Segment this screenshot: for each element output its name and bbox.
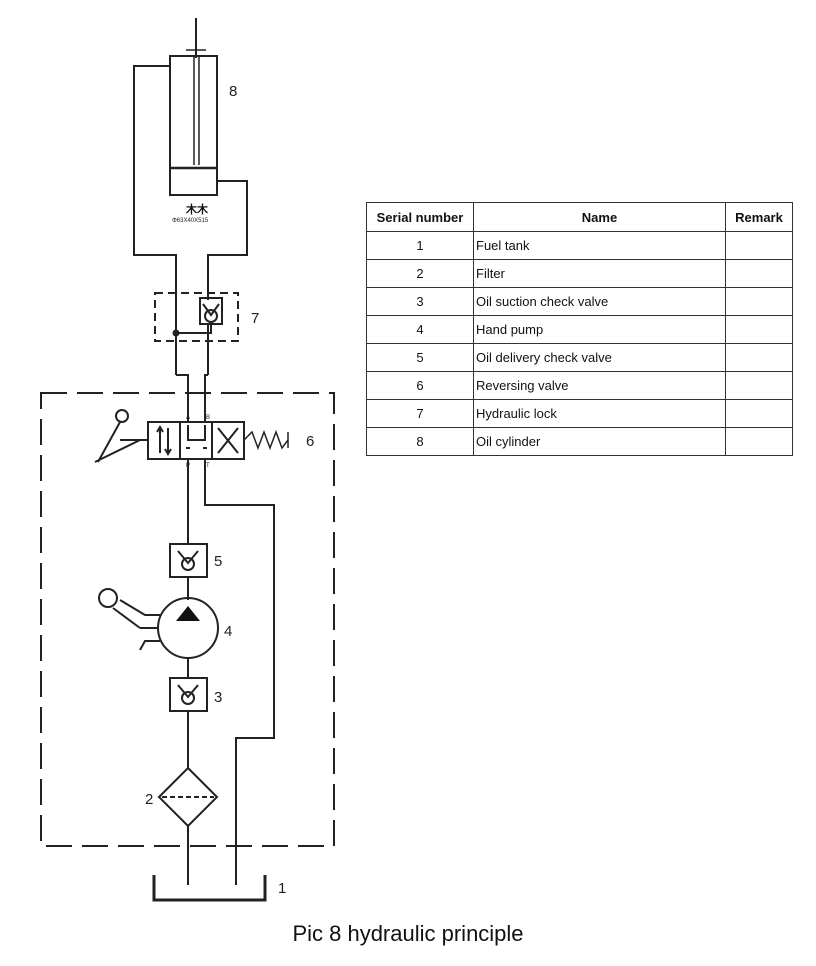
- name-cell: Reversing valve: [473, 371, 726, 400]
- table-header-row: Serial number Name Remark: [366, 202, 793, 232]
- port-p-label: P: [186, 463, 190, 469]
- serial-cell: 7: [366, 399, 474, 428]
- label-suction-check-valve: 3: [214, 689, 222, 706]
- label-oil-cylinder: 8: [229, 83, 237, 100]
- delivery-check-valve: [169, 543, 208, 578]
- remark-cell: [725, 343, 793, 372]
- fuel-tank: [152, 875, 267, 902]
- serial-cell: 6: [366, 371, 474, 400]
- serial-cell: 3: [366, 287, 474, 316]
- remark-cell: [725, 315, 793, 344]
- suction-check-valve: [169, 677, 208, 712]
- oil-cylinder: [169, 18, 218, 196]
- remark-cell: [725, 399, 793, 428]
- remark-cell: [725, 371, 793, 400]
- name-cell: Oil cylinder: [473, 427, 726, 456]
- name-cell: Oil suction check valve: [473, 287, 726, 316]
- label-fuel-tank: 1: [278, 880, 286, 897]
- reversing-valve: [94, 421, 289, 463]
- label-hydraulic-lock: 7: [251, 310, 259, 327]
- remark-cell: [725, 427, 793, 456]
- name-cell: Hand pump: [473, 315, 726, 344]
- remark-cell: [725, 231, 793, 260]
- header-name: Name: [473, 202, 726, 232]
- remark-cell: [725, 259, 793, 288]
- serial-cell: 5: [366, 343, 474, 372]
- port-a-label: A: [186, 415, 190, 421]
- name-cell: Oil delivery check valve: [473, 343, 726, 372]
- header-remark: Remark: [725, 202, 793, 232]
- port-t-label: T: [206, 463, 210, 469]
- serial-cell: 8: [366, 427, 474, 456]
- port-b-label: B: [206, 415, 210, 421]
- cylinder-logo-mark: 木木: [185, 202, 209, 216]
- serial-cell: 4: [366, 315, 474, 344]
- name-cell: Hydraulic lock: [473, 399, 726, 428]
- remark-cell: [725, 287, 793, 316]
- pump-housing-outline: [40, 392, 335, 847]
- name-cell: Filter: [473, 259, 726, 288]
- label-filter: 2: [145, 791, 153, 808]
- filter: [157, 766, 219, 828]
- label-delivery-check-valve: 5: [214, 553, 222, 570]
- header-serial-number: Serial number: [366, 202, 474, 232]
- serial-cell: 2: [366, 259, 474, 288]
- hand-pump: [112, 597, 219, 659]
- serial-cell: 1: [366, 231, 474, 260]
- label-reversing-valve: 6: [306, 433, 314, 450]
- name-cell: Fuel tank: [473, 231, 726, 260]
- hydraulic-lock: [154, 292, 239, 342]
- cylinder-spec-text: Φ63X40X515: [172, 218, 209, 224]
- label-hand-pump: 4: [224, 623, 232, 640]
- figure-caption: Pic 8 hydraulic principle: [292, 921, 524, 946]
